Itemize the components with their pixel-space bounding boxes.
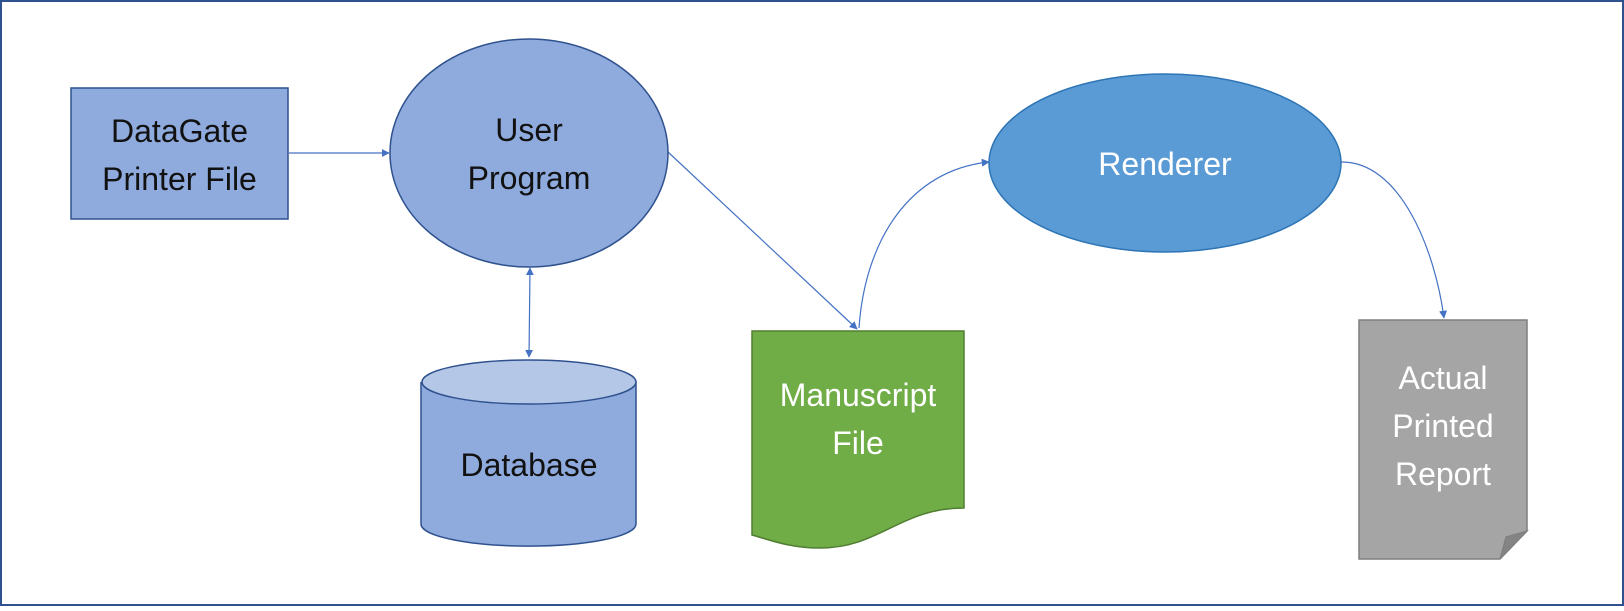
node-printer-file: DataGate Printer File [70,87,289,220]
node-printed-report: Actual Printed Report [1358,319,1529,560]
printer-file-shape [70,87,289,220]
database-body [420,382,637,547]
connector-renderer-to-printed-report [1339,161,1448,319]
user-program-label-line-2: Program [468,160,591,196]
printer-file-label-line-1: DataGate [111,113,248,149]
user-program-shape [389,38,669,268]
renderer-label: Renderer [1098,146,1232,182]
database-label: Database [461,447,598,483]
connectors [289,149,1448,358]
manuscript-file-label-line-1: Manuscript [780,377,937,413]
printer-file-label-line-2: Printer File [102,161,257,197]
manuscript-file-label-line-2: File [832,425,884,461]
printed-report-label-line-3: Report [1395,456,1491,492]
connector-user-program-to-manuscript [667,151,858,330]
connector-manuscript-to-renderer [858,158,990,329]
manuscript-file-shape [751,330,965,549]
node-manuscript-file: Manuscript File [751,330,965,549]
printed-report-fold [1499,529,1529,560]
connector-user-program-database [525,267,534,358]
database-top [421,359,637,405]
node-renderer: Renderer [988,73,1342,253]
node-user-program: User Program [389,38,669,268]
user-program-label-line-1: User [495,112,563,148]
node-database: Database [420,359,637,547]
renderer-shape [988,73,1342,253]
printed-report-label-line-2: Printed [1392,408,1493,444]
printed-report-label-line-1: Actual [1399,360,1488,396]
